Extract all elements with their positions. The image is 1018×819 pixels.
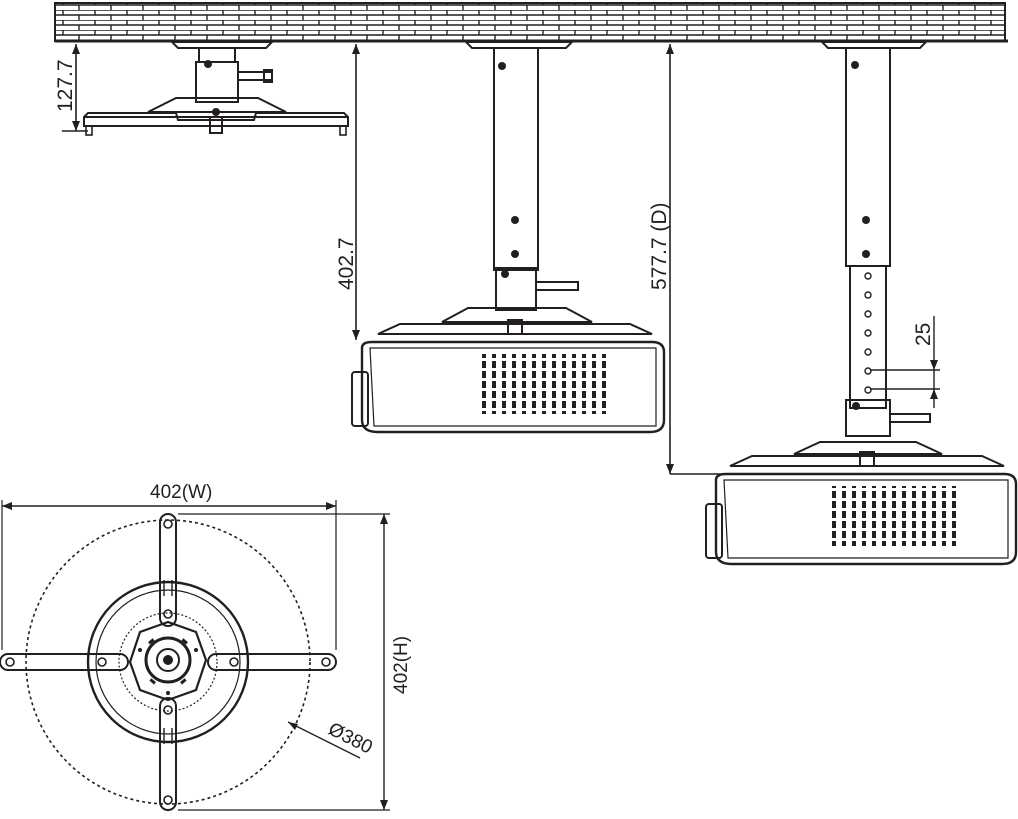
pole-holes xyxy=(864,272,872,394)
pole-hole xyxy=(864,386,872,394)
pole-hole xyxy=(864,310,872,318)
centre-hub xyxy=(128,620,208,702)
mount-max-drop xyxy=(705,41,1018,566)
dimension-width: 402(W) xyxy=(1,482,337,650)
max-drop-label: 577.7 (D) xyxy=(648,202,671,290)
mount-min-drop xyxy=(83,41,349,136)
width-label: 402(W) xyxy=(150,482,212,503)
mount-arms xyxy=(0,513,337,811)
mount-mid-drop xyxy=(351,41,666,434)
dimension-diameter: Ø380 xyxy=(287,719,376,759)
pole-hole xyxy=(864,367,872,375)
pole-hole xyxy=(864,291,872,299)
pole-hole xyxy=(864,329,872,337)
mid-drop-label: 402.7 xyxy=(335,237,358,290)
pole-hole xyxy=(864,348,872,356)
min-drop-label: 127.7 xyxy=(54,59,77,112)
height-label: 402(H) xyxy=(391,636,412,694)
dimension-hole-pitch: 25 xyxy=(870,316,940,408)
pole-hole xyxy=(864,272,872,280)
dimension-min-drop: 127.7 xyxy=(54,44,88,132)
dimension-mid-drop: 402.7 xyxy=(335,44,360,340)
top-view: 402(W) 402(H) Ø380 xyxy=(0,482,412,811)
dimension-max-drop: 577.7 (D) xyxy=(648,44,732,475)
hole-pitch-label: 25 xyxy=(912,323,935,346)
ceiling xyxy=(54,2,1008,43)
dimension-height: 402(H) xyxy=(178,513,412,811)
